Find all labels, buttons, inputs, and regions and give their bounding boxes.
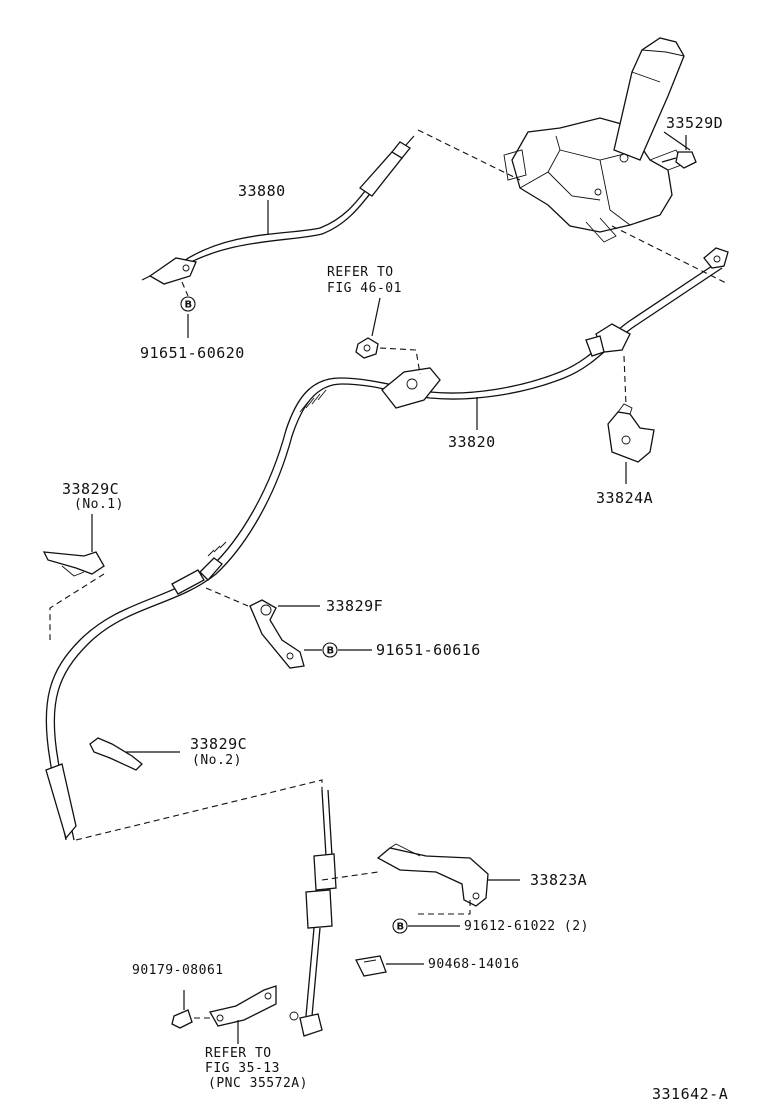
label-refer1-line2: FIG 46-01 (327, 281, 402, 296)
leader-refer1 (371, 297, 381, 337)
figure-id: 331642-A (652, 1085, 729, 1103)
label-33829f: 33829F (326, 597, 384, 615)
bracket-33823a (376, 843, 489, 907)
b-marker-3-letter: B (397, 922, 405, 933)
nut-90179-08061 (171, 1009, 193, 1029)
b-marker-2: B (322, 642, 338, 658)
leader-91612-dashed (414, 900, 471, 915)
label-91612-61022: 91612-61022 (2) (464, 919, 589, 934)
cable-33820 (45, 247, 729, 841)
bolt-33529d (661, 135, 697, 169)
clip-33829c-no1 (42, 551, 105, 577)
label-33829c-no2-sub: (No.2) (192, 753, 242, 768)
label-33529d: 33529D (666, 114, 724, 132)
leader-33880-to-bolt (181, 281, 189, 297)
label-refer2-line2: FIG 35-13 (205, 1061, 280, 1076)
nut-refer-fig46 (355, 337, 379, 359)
steering-column-assembly (503, 37, 685, 243)
b-marker-3: B (392, 918, 408, 934)
b-marker-1-letter: B (185, 300, 193, 311)
label-90468-14016: 90468-14016 (428, 957, 520, 972)
label-33829c-no2: 33829C (190, 735, 248, 753)
label-91651-60620: 91651-60620 (140, 344, 245, 362)
bracket-33829f (249, 599, 305, 669)
label-refer1-line1: REFER TO (327, 265, 394, 280)
label-90179-08061: 90179-08061 (132, 963, 224, 978)
leader-column-to-cable-end (611, 225, 729, 285)
label-33824a: 33824A (596, 489, 654, 507)
label-33823a: 33823A (530, 871, 588, 889)
b-marker-1: B (180, 296, 196, 312)
leader-33880-to-column (417, 129, 521, 181)
leader-33529d (663, 131, 691, 151)
cable-33880 (141, 135, 415, 285)
label-33820: 33820 (448, 433, 496, 451)
clip-33829c-no2 (89, 737, 143, 771)
b-marker-2-letter: B (327, 646, 335, 657)
leader-33829c-no1-to-cable (49, 573, 105, 640)
lever-refer-fig35 (209, 985, 277, 1027)
transmission-cable-end (289, 789, 337, 1037)
leader-nut-to-bracket (379, 347, 421, 375)
leader-cable-to-transmission (75, 779, 323, 841)
leader-33824a-dashed (623, 355, 627, 407)
label-33829c-no1: 33829C (62, 480, 120, 498)
clip-90468-14016 (355, 955, 387, 977)
bracket-33824a (607, 403, 655, 463)
label-refer2-line1: REFER TO (205, 1046, 272, 1061)
leader-33829f-to-cable (205, 587, 249, 607)
label-33880: 33880 (238, 182, 286, 200)
label-refer2-line3: (PNC 35572A) (208, 1076, 308, 1091)
label-91651-60616: 91651-60616 (376, 641, 481, 659)
label-33829c-no1-sub: (No.1) (74, 497, 124, 512)
